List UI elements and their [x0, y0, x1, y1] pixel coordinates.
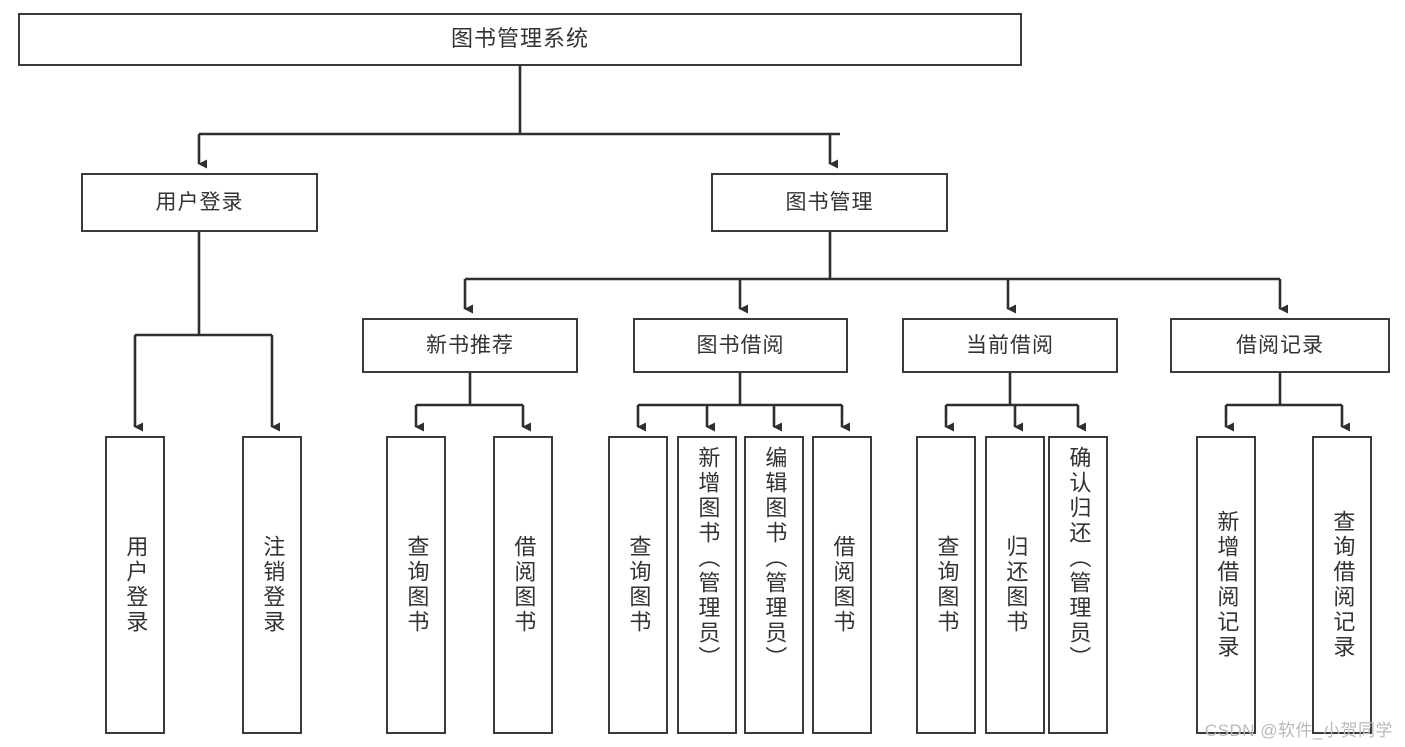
node-label: 确认归还（管理员） — [1066, 446, 1092, 671]
node-label: 编辑图书（管理员） — [762, 446, 788, 671]
leaf-query-borrow-record[interactable]: 查询借阅记录 — [1312, 436, 1372, 734]
leaf-query-books-recommend[interactable]: 查询图书 — [386, 436, 446, 734]
leaf-query-books-borrow[interactable]: 查询图书 — [608, 436, 668, 734]
leaf-borrow-books[interactable]: 借阅图书 — [812, 436, 872, 734]
node-label: 查询图书 — [626, 535, 652, 635]
node-label: 新增借阅记录 — [1214, 510, 1240, 660]
node-label: 归还图书 — [1003, 535, 1029, 635]
node-book-borrow[interactable]: 图书借阅 — [633, 318, 848, 373]
node-user-login[interactable]: 用户登录 — [81, 173, 318, 232]
leaf-borrow-books-recommend[interactable]: 借阅图书 — [493, 436, 553, 734]
node-label: 新书推荐 — [426, 333, 514, 357]
node-label: 图书管理系统 — [450, 26, 589, 52]
node-label: 注销登录 — [260, 535, 286, 635]
node-current-borrow[interactable]: 当前借阅 — [902, 318, 1118, 373]
node-label: 当前借阅 — [966, 333, 1054, 357]
node-label: 新增图书（管理员） — [695, 446, 721, 671]
node-label: 图书借阅 — [696, 333, 785, 357]
node-book-management[interactable]: 图书管理 — [711, 173, 948, 232]
leaf-confirm-return-admin[interactable]: 确认归还（管理员） — [1048, 436, 1108, 734]
watermark: CSDN @软件_小贺同学 — [1204, 721, 1393, 740]
node-root-system[interactable]: 图书管理系统 — [18, 13, 1022, 66]
leaf-query-books-current[interactable]: 查询图书 — [916, 436, 976, 734]
node-label: 借阅图书 — [511, 535, 537, 635]
leaf-add-book-admin[interactable]: 新增图书（管理员） — [677, 436, 737, 734]
leaf-edit-book-admin[interactable]: 编辑图书（管理员） — [744, 436, 804, 734]
node-label: 图书管理 — [785, 190, 874, 214]
node-new-book-recommend[interactable]: 新书推荐 — [362, 318, 578, 373]
node-borrow-records[interactable]: 借阅记录 — [1170, 318, 1390, 373]
leaf-return-books[interactable]: 归还图书 — [985, 436, 1045, 734]
leaf-add-borrow-record[interactable]: 新增借阅记录 — [1196, 436, 1256, 734]
node-label: 用户登录 — [155, 190, 244, 214]
node-label: 查询图书 — [934, 535, 960, 635]
leaf-user-login[interactable]: 用户登录 — [105, 436, 165, 734]
node-label: 查询借阅记录 — [1330, 510, 1356, 660]
node-label: 用户登录 — [123, 535, 149, 635]
node-label: 借阅图书 — [830, 535, 856, 635]
node-label: 借阅记录 — [1236, 333, 1324, 357]
leaf-logout[interactable]: 注销登录 — [242, 436, 302, 734]
node-label: 查询图书 — [404, 535, 430, 635]
